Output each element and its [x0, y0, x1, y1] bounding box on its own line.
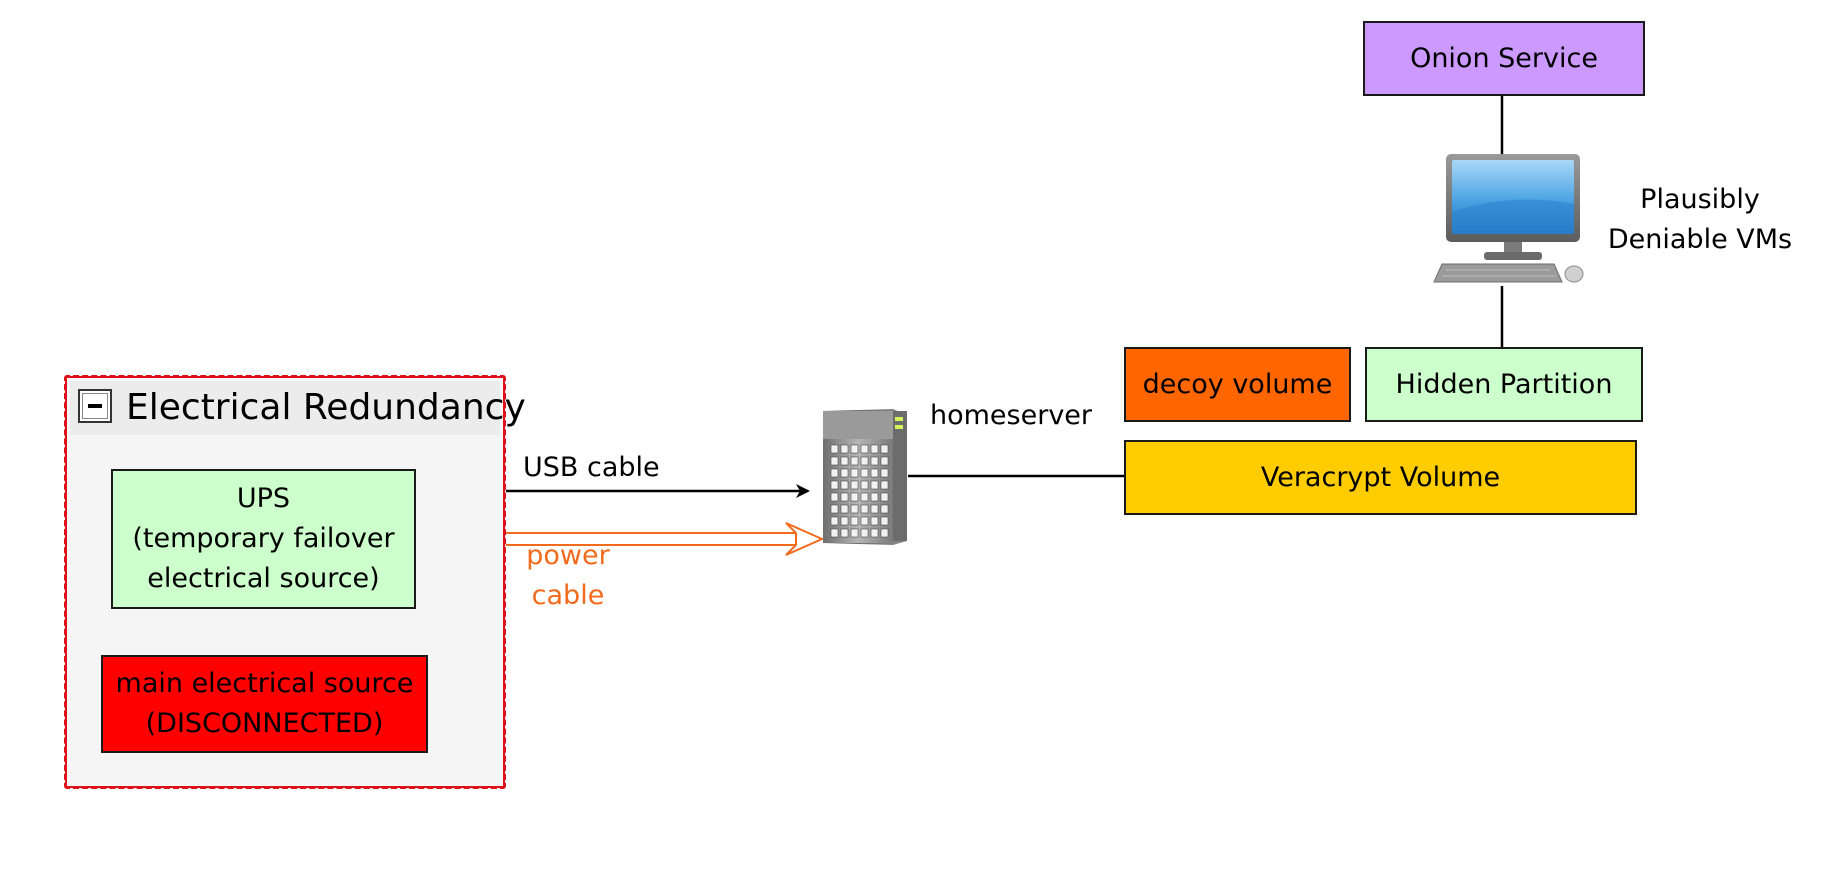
power-cable-label-line-2: cable [531, 580, 605, 611]
vms-label-line-1: Plausibly [1640, 184, 1760, 215]
ups-node[interactable]: UPS (temporary failover electrical sourc… [111, 469, 416, 609]
vms-label-line-2: Deniable VMs [1607, 224, 1793, 255]
veracrypt-volume-node[interactable]: Veracrypt Volume [1124, 440, 1637, 515]
decoy-volume-node[interactable]: decoy volume [1124, 347, 1351, 422]
desktop-computer-icon[interactable] [1422, 152, 1588, 288]
group-title: Electrical Redundancy [126, 387, 526, 428]
ups-label-line-3: electrical source) [147, 563, 380, 594]
vms-label: Plausibly Deniable VMs [1600, 180, 1800, 260]
usb-cable-label: USB cable [523, 452, 660, 483]
homeserver-label: homeserver [930, 400, 1093, 431]
main-source-label-line-1: main electrical source [115, 668, 414, 699]
power-cable-label-line-1: power [526, 540, 610, 571]
main-source-label-line-2: (DISCONNECTED) [145, 708, 384, 739]
collapse-icon[interactable] [78, 389, 112, 423]
hidden-partition-node[interactable]: Hidden Partition [1365, 347, 1643, 422]
onion-service-node[interactable]: Onion Service [1363, 21, 1645, 96]
power-cable-label: power cable [523, 536, 613, 616]
ups-label-line-1: UPS [236, 483, 291, 514]
ups-label-line-2: (temporary failover [132, 523, 395, 554]
main-electrical-source-node[interactable]: main electrical source (DISCONNECTED) [101, 655, 428, 753]
server-tower-icon[interactable] [819, 405, 911, 547]
group-header: Electrical Redundancy [70, 381, 526, 435]
